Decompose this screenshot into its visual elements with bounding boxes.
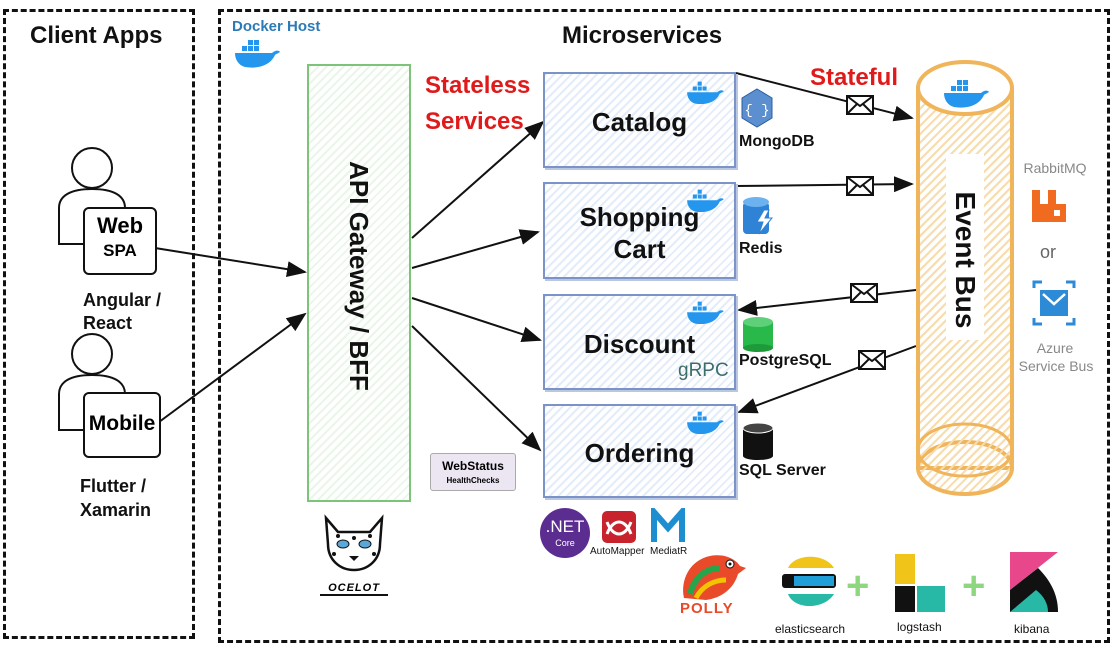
catalog-docker-icon	[687, 81, 724, 105]
mongodb-icon: { }	[741, 88, 773, 128]
redis-label: Redis	[739, 240, 783, 257]
logstash-label: logstash	[897, 620, 942, 634]
event-bus-label: Event Bus	[950, 191, 981, 329]
mobile-framework-line1: Flutter /	[80, 476, 146, 496]
ocelot-logo-text: OCELOT	[320, 582, 388, 596]
discount-docker-icon	[687, 301, 724, 325]
plus-sign-1: +	[846, 564, 870, 608]
envelope-icon-cart	[846, 176, 874, 196]
discount-service-label: Discount	[583, 329, 696, 359]
mobile-client-title: Mobile	[88, 412, 156, 435]
api-gateway-label-main: API Gateway	[344, 161, 374, 319]
shopping-cart-service[interactable]: Shopping Cart	[543, 182, 736, 279]
catalog-to-bus-arrow	[735, 72, 914, 122]
docker-whale-icon	[235, 40, 280, 68]
azure-service-bus-icon	[1032, 280, 1076, 326]
postgresql-label: PostgreSQL	[739, 352, 832, 369]
polly-label: POLLY	[680, 600, 734, 617]
microservices-title: Microservices	[562, 22, 723, 49]
shopping-cart-label-line2: Cart	[613, 234, 666, 264]
webstatus-subtitle: HealthChecks	[446, 476, 500, 485]
event-bus-docker-icon	[944, 80, 989, 108]
api-gateway-label-sub: / BFF	[344, 325, 374, 391]
envelope-icon-catalog	[846, 95, 874, 115]
mobile-client-box[interactable]: Mobile	[83, 392, 161, 458]
elasticsearch-label: elasticsearch	[775, 622, 846, 636]
automapper-icon	[602, 511, 636, 543]
gateway-to-catalog-arrow	[411, 120, 545, 239]
webstatus-box[interactable]: WebStatus HealthChecks	[430, 453, 516, 491]
dotnet-logo-line2: Core	[555, 538, 575, 548]
grpc-label: gRPC	[678, 360, 729, 381]
bus-to-discount-arrow	[737, 289, 917, 316]
redis-icon	[743, 197, 774, 235]
web-client-subtitle: SPA	[103, 241, 137, 260]
web-to-gateway-arrow	[154, 247, 307, 278]
logstash-icon	[895, 554, 945, 612]
or-label: or	[1039, 242, 1056, 262]
stateless-label-line1: Stateless	[425, 72, 531, 99]
mobile-to-gateway-arrow	[154, 312, 307, 426]
web-framework-line2: React	[83, 313, 133, 333]
gateway-to-ordering-arrow	[411, 325, 542, 452]
kibana-label: kibana	[1014, 622, 1050, 636]
ocelot-logo-icon	[324, 514, 384, 572]
web-client-title: Web	[96, 213, 144, 238]
mobile-framework-line2: Xamarin	[80, 500, 152, 520]
stateless-label-line2: Services	[425, 108, 524, 135]
plus-sign-2: +	[962, 564, 986, 608]
stateful-label: Stateful	[810, 64, 899, 91]
client-apps-frame	[3, 9, 195, 639]
gateway-to-cart-arrow	[411, 229, 540, 269]
envelope-icon-ordering	[858, 350, 886, 370]
elasticsearch-icon	[782, 556, 836, 606]
automapper-label: AutoMapper	[590, 546, 645, 557]
bus-to-ordering-arrow	[737, 345, 917, 414]
sql-server-icon	[742, 422, 774, 460]
catalog-service-label: Catalog	[591, 107, 688, 137]
web-client-box[interactable]: Web SPA	[83, 207, 157, 275]
ordering-docker-icon	[687, 411, 724, 435]
ordering-service[interactable]: Ordering	[543, 404, 736, 498]
api-gateway-label: API Gateway / BFF	[339, 126, 379, 426]
rabbitmq-icon	[1032, 190, 1066, 222]
mediatr-label: MediatR	[650, 546, 688, 557]
mongodb-label: MongoDB	[739, 133, 815, 150]
web-framework-line1: Angular /	[83, 290, 162, 310]
mediatr-icon	[651, 508, 685, 542]
svg-text:{ }: { }	[744, 103, 769, 119]
docker-host-frame	[218, 9, 1110, 643]
shopping-cart-label-line1: Shopping	[579, 202, 700, 232]
postgresql-icon	[743, 317, 773, 352]
rabbitmq-label: RabbitMQ	[1023, 160, 1087, 176]
ordering-service-label: Ordering	[584, 438, 695, 468]
dotnet-core-logo: .NET Core	[540, 508, 590, 558]
cart-to-bus-arrow	[735, 176, 914, 193]
gateway-to-discount-arrow	[411, 297, 542, 342]
azure-label-line2: Service Bus	[1018, 358, 1094, 374]
cart-docker-icon	[687, 189, 724, 213]
webstatus-title: WebStatus	[442, 459, 504, 473]
dotnet-logo-line1: .NET	[545, 517, 585, 536]
envelope-icon-discount	[850, 283, 878, 303]
api-gateway[interactable]	[307, 64, 411, 502]
azure-label-line1: Azure	[1036, 340, 1074, 356]
kibana-icon	[1010, 552, 1058, 612]
client-apps-title: Client Apps	[30, 22, 163, 49]
polly-parrot-icon	[683, 555, 746, 600]
sql-server-label: SQL Server	[739, 462, 826, 479]
docker-host-label: Docker Host	[232, 18, 321, 35]
